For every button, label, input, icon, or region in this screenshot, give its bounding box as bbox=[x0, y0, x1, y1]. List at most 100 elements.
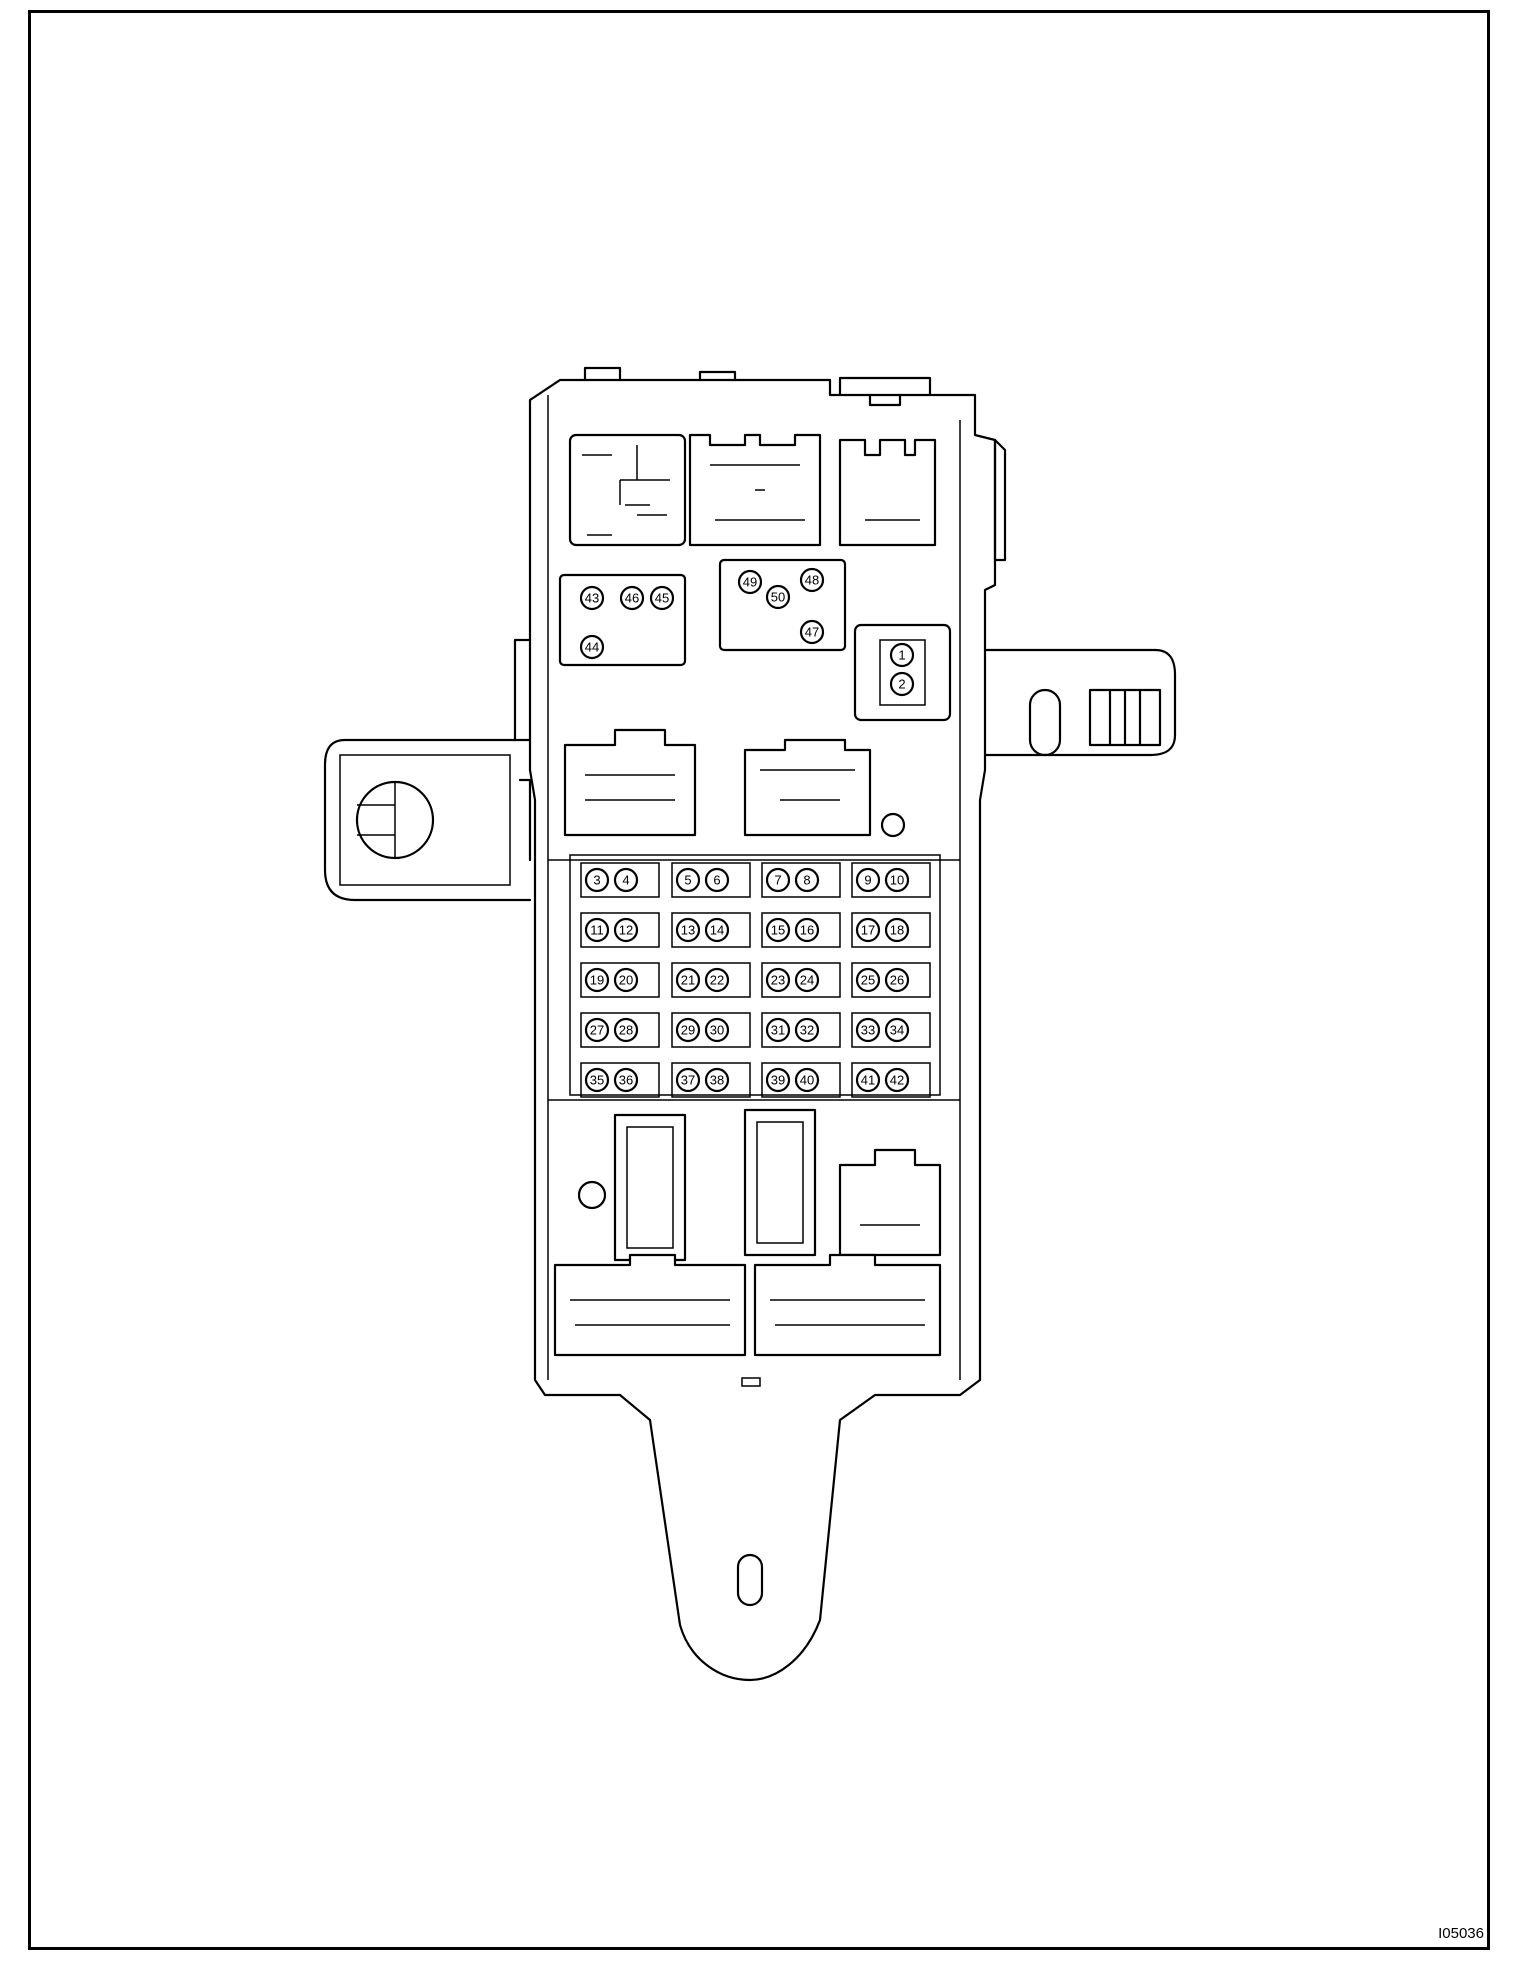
fuse-terminal-25: 25 bbox=[861, 973, 875, 988]
fuse-cavity bbox=[851, 912, 931, 948]
left-bracket bbox=[323, 738, 532, 902]
fuse-terminal-11: 11 bbox=[590, 923, 604, 938]
drawing-frame bbox=[28, 10, 1490, 1950]
relay-terminal-49-circle bbox=[737, 569, 763, 595]
fuse-terminal-7-circle bbox=[765, 867, 791, 893]
fuse-cavity bbox=[761, 912, 841, 948]
relay-terminal-44-circle bbox=[579, 634, 605, 660]
fuse-terminal-35: 35 bbox=[590, 1073, 604, 1088]
connector-lower-right bbox=[838, 1148, 942, 1257]
right-bracket bbox=[983, 648, 1177, 757]
relay-group-right bbox=[718, 558, 847, 652]
fuse-terminal-12: 12 bbox=[619, 923, 633, 938]
fuse-terminal-40: 40 bbox=[800, 1073, 814, 1088]
connector-terminal-2-circle bbox=[889, 671, 915, 697]
fuse-terminal-41-circle bbox=[855, 1067, 881, 1093]
fuse-terminal-6-circle bbox=[704, 867, 730, 893]
fuse-terminal-17: 17 bbox=[861, 923, 875, 938]
fuse-terminal-17-circle bbox=[855, 917, 881, 943]
fuse-terminal-35-circle bbox=[584, 1067, 610, 1093]
right-bracket-slot bbox=[1028, 688, 1062, 757]
fuse-cavity bbox=[671, 912, 751, 948]
fuse-cavity bbox=[761, 962, 841, 998]
fuse-cavity bbox=[851, 862, 931, 898]
connector-bottom-left bbox=[553, 1253, 747, 1357]
fuse-terminal-16-circle bbox=[794, 917, 820, 943]
fuse-terminal-4-circle bbox=[613, 867, 639, 893]
fuse-terminal-25-circle bbox=[855, 967, 881, 993]
fuse-cavity bbox=[761, 1012, 841, 1048]
fuse-terminal-15-circle bbox=[765, 917, 791, 943]
connector-terminal-1-circle bbox=[889, 642, 915, 668]
connector-terminal-1: 1 bbox=[898, 648, 905, 663]
relay-slot-left bbox=[613, 1113, 687, 1262]
fuse-terminal-3-circle bbox=[584, 867, 610, 893]
fuse-terminal-39: 39 bbox=[771, 1073, 785, 1088]
fuse-terminal-10-circle bbox=[884, 867, 910, 893]
fuse-terminal-28-circle bbox=[613, 1017, 639, 1043]
fuse-terminal-33-circle bbox=[855, 1017, 881, 1043]
fuse-cavity bbox=[671, 962, 751, 998]
fuse-terminal-32-circle bbox=[794, 1017, 820, 1043]
relay-terminal-50: 50 bbox=[771, 590, 785, 605]
fuse-terminal-24: 24 bbox=[800, 973, 814, 988]
fuse-terminal-18-circle bbox=[884, 917, 910, 943]
fuse-terminal-31: 31 bbox=[771, 1023, 785, 1038]
fuse-terminal-23: 23 bbox=[771, 973, 785, 988]
fuse-terminal-5-circle bbox=[675, 867, 701, 893]
fuse-cavity bbox=[580, 1012, 660, 1048]
fuse-terminal-42: 42 bbox=[890, 1073, 904, 1088]
relay-slot-right bbox=[743, 1108, 817, 1257]
fuse-terminal-7: 7 bbox=[774, 873, 781, 888]
fuse-terminal-34-circle bbox=[884, 1017, 910, 1043]
fuse-cavity bbox=[761, 1062, 841, 1098]
fuse-terminal-8-circle bbox=[794, 867, 820, 893]
connector-bottom-right bbox=[753, 1253, 942, 1357]
fuse-terminal-10: 10 bbox=[890, 873, 904, 888]
fuse-terminal-38: 38 bbox=[710, 1073, 724, 1088]
fuse-terminal-9-circle bbox=[855, 867, 881, 893]
connector-middle-right bbox=[743, 738, 872, 837]
fuse-terminal-13: 13 bbox=[681, 923, 695, 938]
fuse-terminal-34: 34 bbox=[890, 1023, 904, 1038]
connector-terminal-2: 2 bbox=[898, 677, 905, 692]
fuse-terminal-16: 16 bbox=[800, 923, 814, 938]
fuse-terminal-38-circle bbox=[704, 1067, 730, 1093]
fuse-terminal-24-circle bbox=[794, 967, 820, 993]
relay-group-left bbox=[558, 573, 687, 667]
relay-terminal-44: 44 bbox=[585, 640, 599, 655]
relay-terminal-45: 45 bbox=[655, 591, 669, 606]
fuse-terminal-30-circle bbox=[704, 1017, 730, 1043]
fuse-terminal-32: 32 bbox=[800, 1023, 814, 1038]
fuse-terminal-3: 3 bbox=[593, 873, 600, 888]
fuse-cavity bbox=[671, 1012, 751, 1048]
fuse-terminal-36-circle bbox=[613, 1067, 639, 1093]
fuse-block bbox=[569, 854, 941, 1096]
fuse-cavity bbox=[580, 862, 660, 898]
fuse-terminal-6: 6 bbox=[713, 873, 720, 888]
relay-terminal-46: 46 bbox=[625, 591, 639, 606]
figure-id: I05036 bbox=[1438, 1925, 1484, 1942]
connector-top-left bbox=[568, 433, 687, 547]
relay-terminal-47-circle bbox=[799, 619, 825, 645]
fuse-cavity bbox=[580, 1062, 660, 1098]
mounting-slot bbox=[736, 1553, 764, 1607]
fuse-terminal-13-circle bbox=[675, 917, 701, 943]
fuse-terminal-30: 30 bbox=[710, 1023, 724, 1038]
fuse-terminal-36: 36 bbox=[619, 1073, 633, 1088]
fuse-terminal-29: 29 bbox=[681, 1023, 695, 1038]
fuse-cavity bbox=[851, 1012, 931, 1048]
fuse-terminal-14-circle bbox=[704, 917, 730, 943]
fuse-terminal-29-circle bbox=[675, 1017, 701, 1043]
fuse-terminal-39-circle bbox=[765, 1067, 791, 1093]
fuse-terminal-22: 22 bbox=[710, 973, 724, 988]
relay-terminal-48: 48 bbox=[805, 573, 819, 588]
fuse-terminal-27-circle bbox=[584, 1017, 610, 1043]
fuse-terminal-22-circle bbox=[704, 967, 730, 993]
fuse-terminal-40-circle bbox=[794, 1067, 820, 1093]
fuse-terminal-11-circle bbox=[584, 917, 610, 943]
connector-middle-left bbox=[563, 728, 697, 837]
fuse-terminal-37: 37 bbox=[681, 1073, 695, 1088]
